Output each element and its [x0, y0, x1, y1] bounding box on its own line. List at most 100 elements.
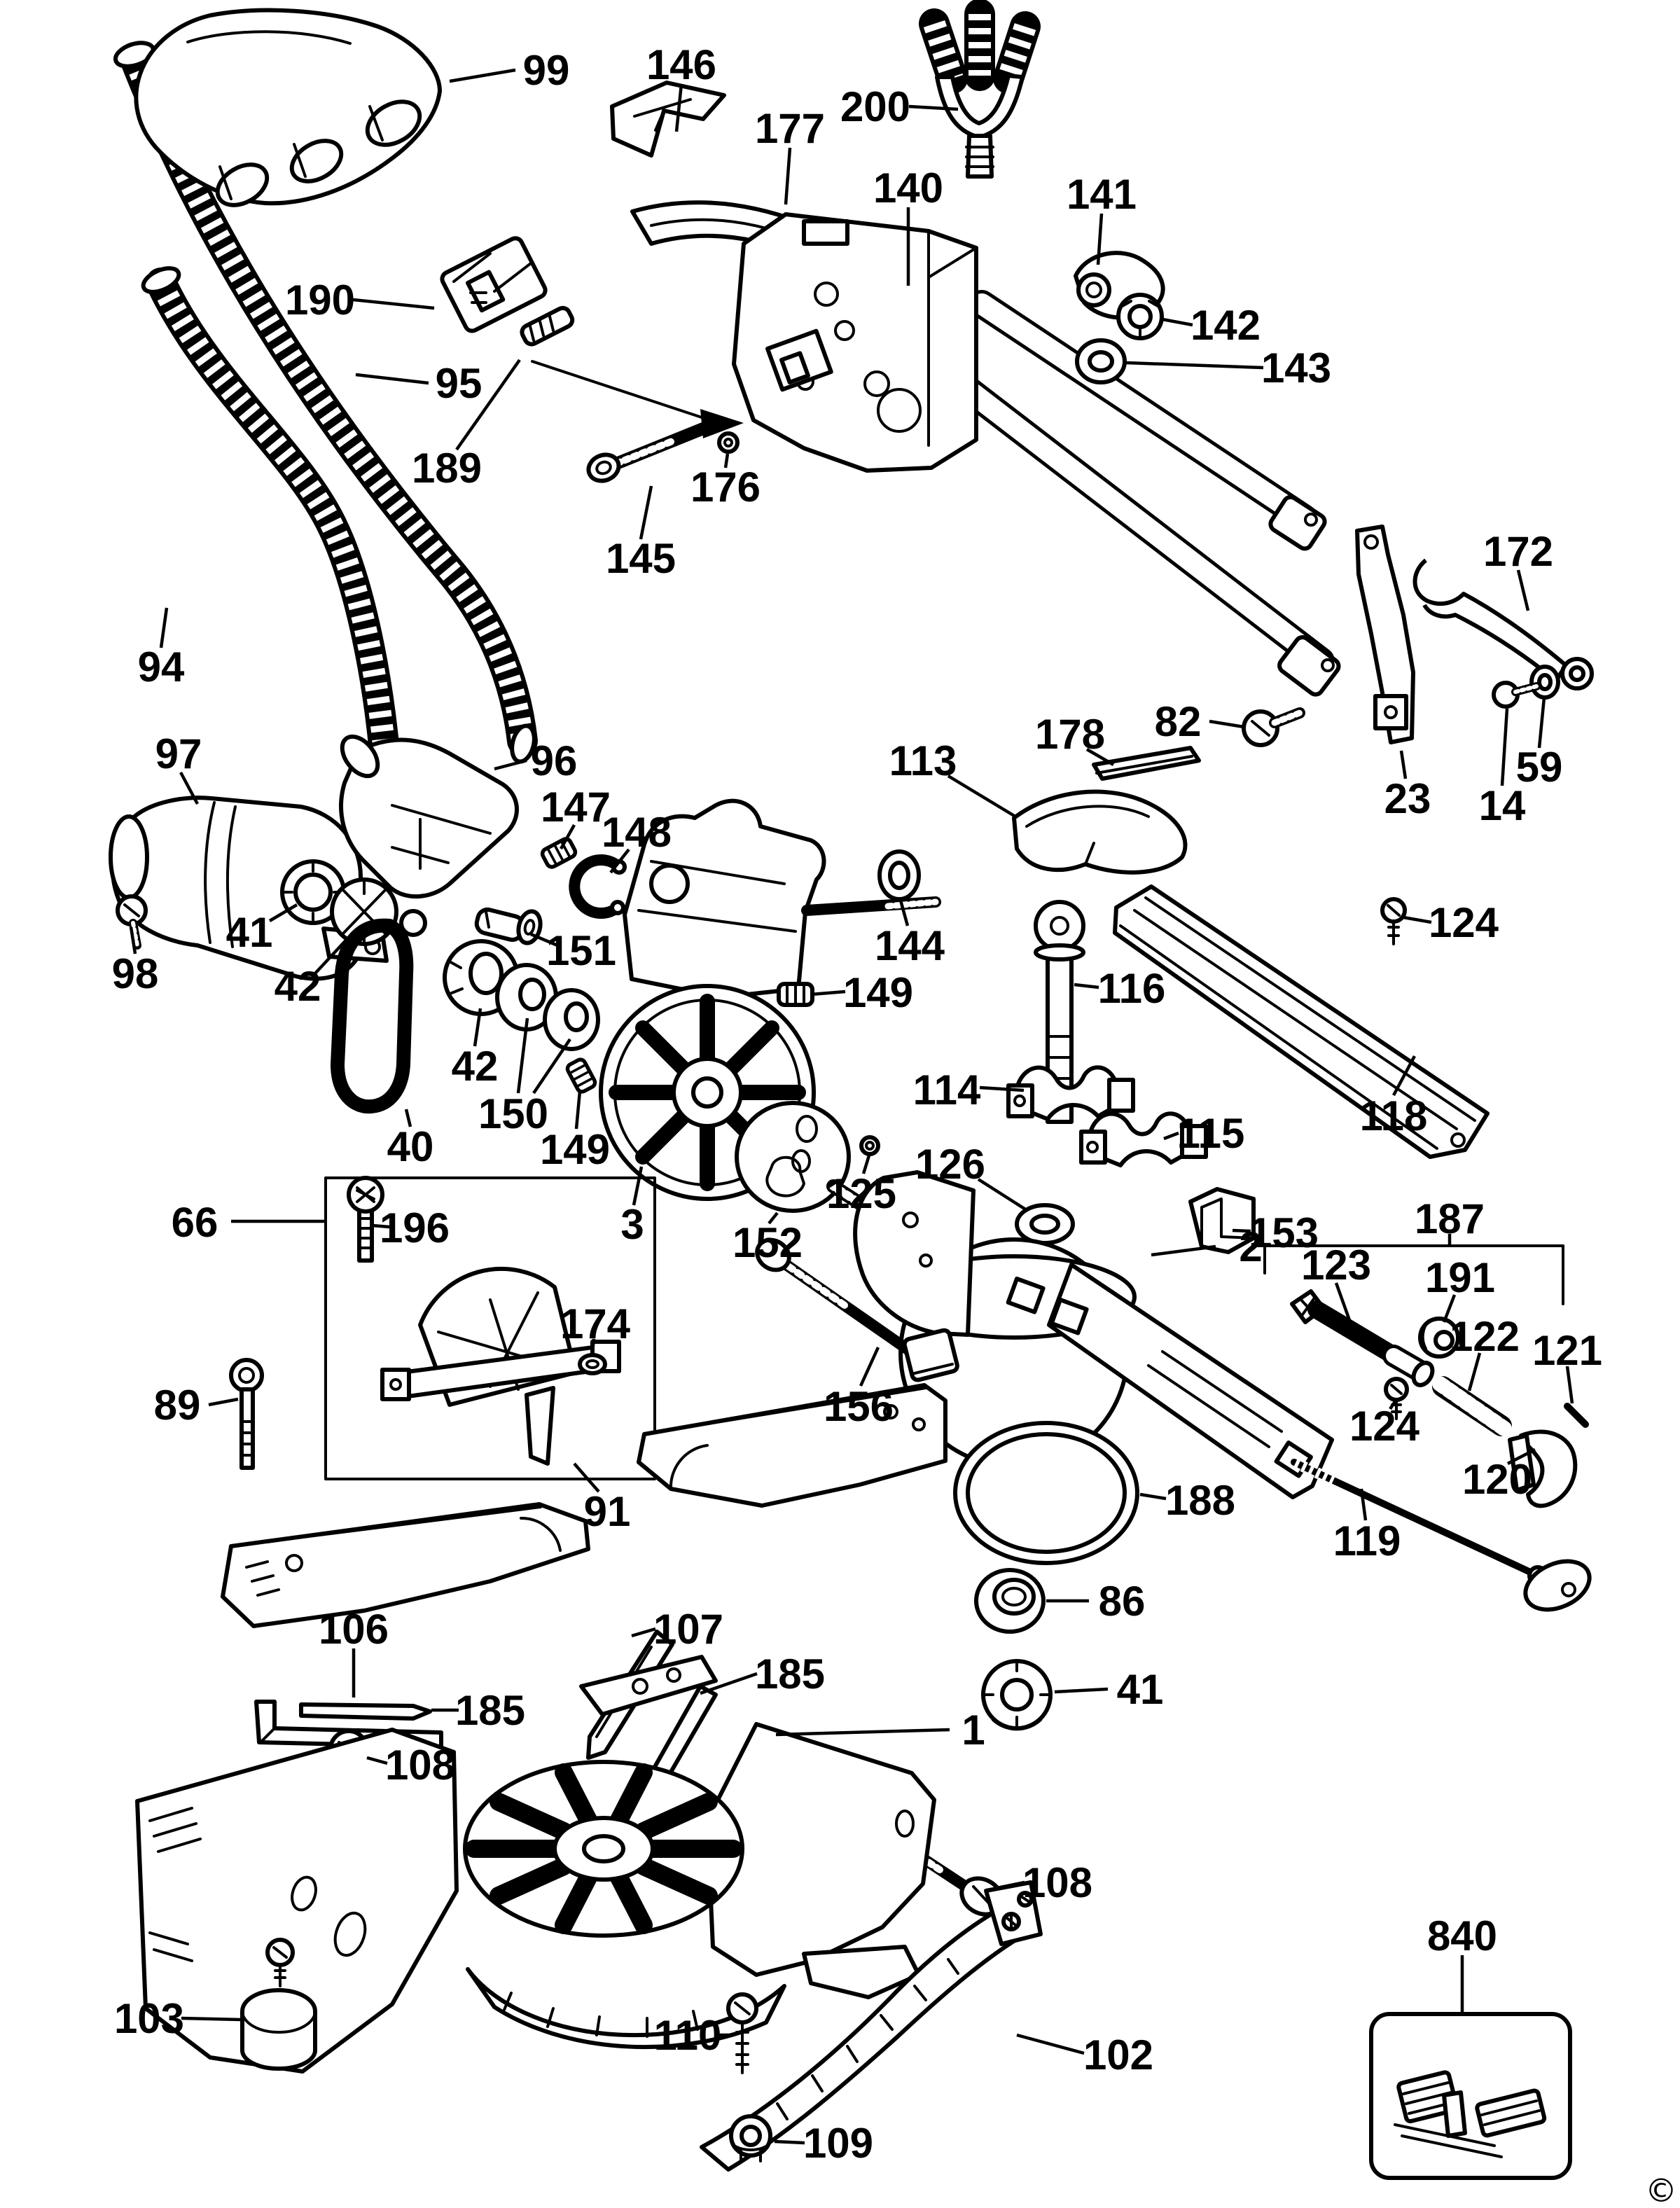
leader-line-41: [268, 903, 298, 922]
part-140-gearcase: [732, 212, 1341, 697]
part-151-pin: [474, 907, 543, 945]
leader-line-41: [1054, 1687, 1109, 1694]
part-callout-97: 97: [155, 730, 202, 777]
part-callout-113: 113: [889, 737, 957, 784]
part-callout-152: 152: [733, 1219, 803, 1266]
part-109-nut: [729, 2114, 772, 2162]
leader-line-152: [768, 1211, 779, 1225]
part-200-splitter: [919, 0, 1041, 179]
part-callout-116: 116: [1098, 965, 1166, 1012]
leader-line-126: [977, 1178, 1028, 1211]
part-185b-strip: [299, 1702, 432, 1721]
leader-line-188: [1139, 1492, 1167, 1501]
leader-line-82: [1209, 719, 1244, 729]
part-123-pin: [1290, 1289, 1435, 1387]
part-142-nut: [1116, 293, 1164, 340]
leader-line-121: [1565, 1366, 1574, 1404]
leader-line-123: [1334, 1282, 1352, 1323]
leader-line-124: [1389, 1399, 1397, 1410]
part-149b-setscrew: [566, 1058, 597, 1094]
part-callout-200: 200: [840, 83, 910, 130]
part-callout-149: 149: [843, 969, 913, 1016]
part-98-screw: [116, 894, 148, 950]
leader-line-156: [859, 1347, 880, 1387]
part-122-spring: [1432, 1376, 1512, 1436]
leader-line-149: [574, 1090, 582, 1130]
part-174-washer: [578, 1353, 607, 1375]
leader-line-98: [129, 926, 137, 954]
leader-line-150: [516, 1018, 529, 1094]
part-121-pin: [1564, 1403, 1589, 1428]
part-145-bolt: [586, 419, 716, 483]
part-153-clip: [1188, 1187, 1256, 1254]
part-callout-98: 98: [112, 950, 159, 997]
part-callout-110: 110: [654, 2012, 722, 2059]
part-callout-185: 185: [755, 1651, 825, 1697]
part-callout-185: 185: [455, 1687, 525, 1734]
leader-line-151: [530, 932, 558, 947]
part-144-ring: [877, 849, 921, 901]
leader-line-115: [1163, 1131, 1179, 1141]
part-146-clip: [610, 81, 726, 158]
part-91-kerfplate: [221, 1383, 947, 1628]
part-callout-82: 82: [1155, 698, 1202, 745]
part-96-chute: [339, 734, 519, 898]
part-82-screw: [1242, 707, 1305, 747]
leader-line-150-b: [532, 1038, 571, 1095]
part-23-link: [1355, 525, 1415, 744]
part-156-bolt: [755, 1237, 959, 1382]
part-callout-94: 94: [138, 644, 185, 690]
part-callout-196: 196: [380, 1204, 450, 1251]
part-callout-41: 41: [226, 909, 273, 956]
leader-line-108: [366, 1756, 388, 1765]
part-callout-124: 124: [1349, 1403, 1420, 1450]
leader-line-113: [947, 775, 1017, 818]
part-callout-66: 66: [172, 1199, 218, 1246]
part-14-screw: [1492, 681, 1541, 709]
part-callout-147: 147: [541, 784, 611, 831]
part-callout-122: 122: [1450, 1313, 1520, 1360]
leader-line-174: [590, 1338, 596, 1352]
part-callout-174: 174: [560, 1300, 631, 1347]
part-152-disc: [735, 1101, 851, 1213]
part-59-washer: [1529, 665, 1560, 700]
part-callout-156: 156: [824, 1383, 894, 1430]
part-callout-41: 41: [1117, 1666, 1164, 1713]
leader-line-3: [632, 1166, 644, 1206]
leader-line-191: [1442, 1294, 1457, 1323]
part-callout-177: 177: [755, 105, 825, 152]
part-callout-187: 187: [1415, 1195, 1485, 1242]
part-callout-153: 153: [1249, 1209, 1319, 1256]
part-callout-188: 188: [1165, 1477, 1235, 1524]
part-124b-screw: [1384, 1377, 1409, 1420]
leader-line-142: [1162, 317, 1193, 327]
leader-line-146: [674, 83, 683, 132]
leader-line-59: [1537, 697, 1546, 749]
part-callout-121: 121: [1532, 1327, 1602, 1374]
part-147-setscrew: [541, 837, 577, 868]
leader-line-200: [908, 104, 959, 111]
leader-line-189: [455, 359, 521, 451]
part-callout-108: 108: [385, 1742, 455, 1789]
leader-line-99: [449, 68, 516, 83]
part-callout-114: 114: [913, 1067, 981, 1113]
leader-line-144: [898, 897, 910, 926]
part-callout-124: 124: [1429, 899, 1499, 946]
part-callout-178: 178: [1035, 711, 1105, 758]
part-113-latch: [1012, 789, 1188, 875]
part-callout-108: 108: [1022, 1859, 1092, 1906]
part-callout-840: 840: [1427, 1912, 1497, 1959]
leader-line-176: [723, 453, 730, 468]
part-callout-40: 40: [387, 1123, 434, 1170]
part-callout-42: 42: [275, 963, 321, 1010]
part-callout-86: 86: [1099, 1578, 1146, 1625]
group-840-box: [1369, 2012, 1572, 2180]
part-103-foot: [240, 1938, 317, 2071]
part-callout-106: 106: [319, 1606, 389, 1653]
leader-line-122: [1467, 1352, 1482, 1391]
leader-line-172: [1516, 569, 1530, 611]
part-callout-42: 42: [452, 1043, 499, 1090]
part-callout-150: 150: [478, 1090, 548, 1137]
